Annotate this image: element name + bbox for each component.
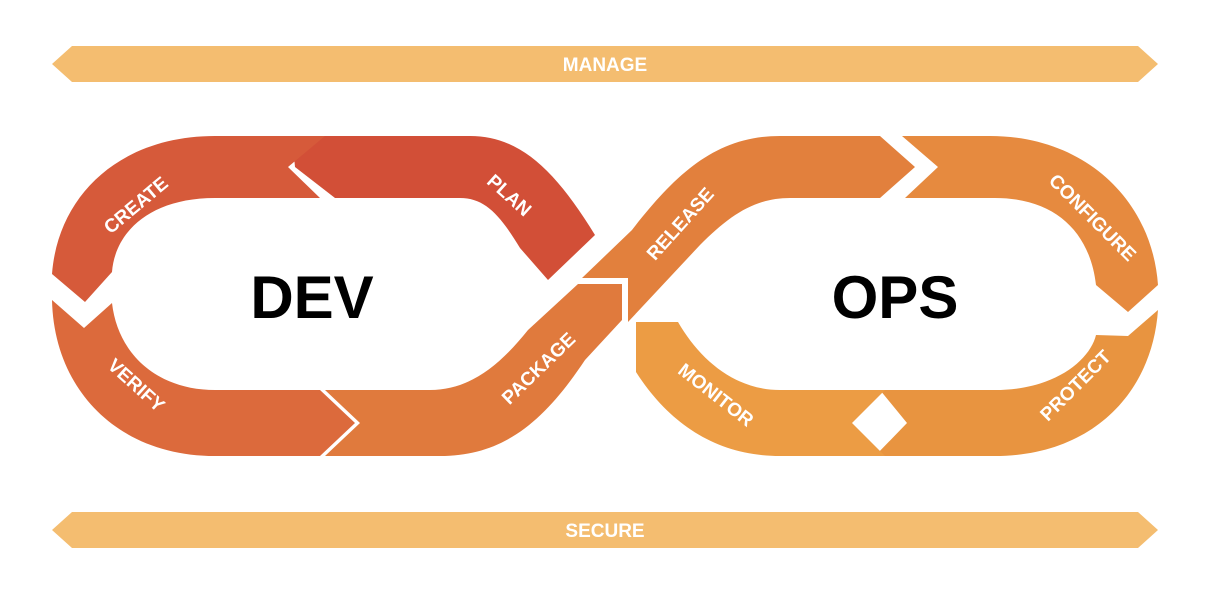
manage-band-arrow (52, 46, 1158, 82)
ops-title: OPS (832, 264, 959, 331)
dev-loop (52, 136, 622, 456)
ops-loop (582, 136, 1158, 456)
secure-band-arrow (52, 512, 1158, 548)
release-segment (582, 136, 915, 322)
dev-title: DEV (250, 264, 373, 331)
package-segment (325, 284, 622, 456)
protect-segment (875, 310, 1158, 456)
monitor-segment (636, 322, 885, 456)
plan-segment (292, 136, 595, 280)
create-segment (52, 136, 325, 302)
manage-band: MANAGE (52, 46, 1158, 82)
secure-band: SECURE (52, 512, 1158, 548)
secure-label: SECURE (565, 521, 644, 542)
verify-segment (52, 300, 355, 456)
manage-label: MANAGE (563, 55, 647, 76)
configure-segment (902, 136, 1158, 312)
